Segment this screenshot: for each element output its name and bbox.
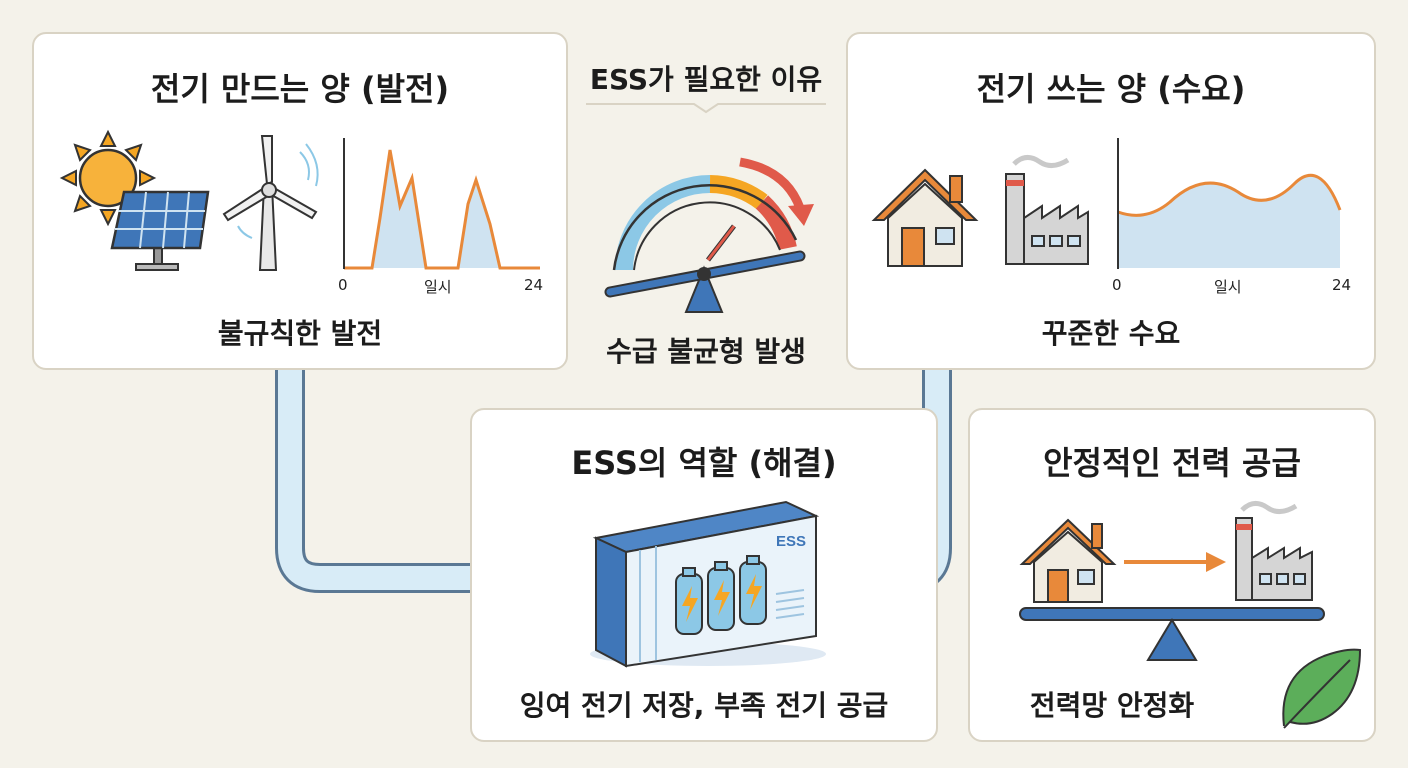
stable-title: 안정적인 전력 공급 [1043, 444, 1301, 482]
stable-card: 안정적인 전력 공급 전력망 안정화 [968, 408, 1376, 742]
generation-chart [343, 138, 540, 270]
demand-axis-start: 0 [1112, 276, 1122, 294]
generation-axis-start: 0 [338, 276, 348, 294]
generation-title: 전기 만드는 양 (발전) [150, 70, 450, 108]
demand-title: 전기 쓰는 양 (수요) [976, 70, 1246, 108]
generation-card: 전기 만드는 양 (발전) [32, 32, 568, 370]
ess-title: ESS의 역할 (해결) [571, 444, 837, 482]
ess-card: ESS의 역할 (해결) ESS 잉여 전기 저장, 부족 전기 공급 [470, 408, 938, 742]
arrow-right-icon [1124, 552, 1226, 572]
seesaw-icon [604, 250, 806, 313]
demand-axis-end: 24 [1332, 276, 1352, 294]
demand-card: 전기 쓰는 양 (수요) 0 일시 24 꾸준한 수요 [846, 32, 1376, 370]
balanced-seesaw-icon [1019, 607, 1325, 661]
demand-axis-mid: 일시 [1214, 278, 1242, 296]
demand-caption: 꾸준한 수요 [1041, 317, 1181, 350]
center-label: ESS가 필요한 이유 [589, 63, 823, 96]
stable-caption: 전력망 안정화 [1029, 689, 1195, 722]
ess-caption: 잉여 전기 저장, 부족 전기 공급 [519, 689, 889, 722]
factory-icon [1005, 155, 1089, 265]
wind-turbine-icon [222, 135, 319, 271]
generation-axis-end: 24 [524, 276, 544, 294]
demand-chart [1117, 138, 1342, 269]
generation-caption: 불규칙한 발전 [217, 317, 383, 350]
house-icon [871, 168, 979, 267]
battery-container-icon: ESS [590, 500, 826, 668]
ess-container-label: ESS [776, 533, 806, 550]
stable-house-icon [1019, 518, 1117, 603]
leaf-icon [1282, 648, 1362, 729]
solar-panel-icon [110, 190, 210, 271]
center-caption: 수급 불균형 발생 [606, 335, 806, 368]
stable-factory-icon [1235, 501, 1313, 601]
generation-axis-mid: 일시 [424, 278, 452, 296]
sun-icon [59, 129, 157, 227]
gauge-icon [612, 157, 814, 271]
center-label-bracket [586, 103, 826, 114]
